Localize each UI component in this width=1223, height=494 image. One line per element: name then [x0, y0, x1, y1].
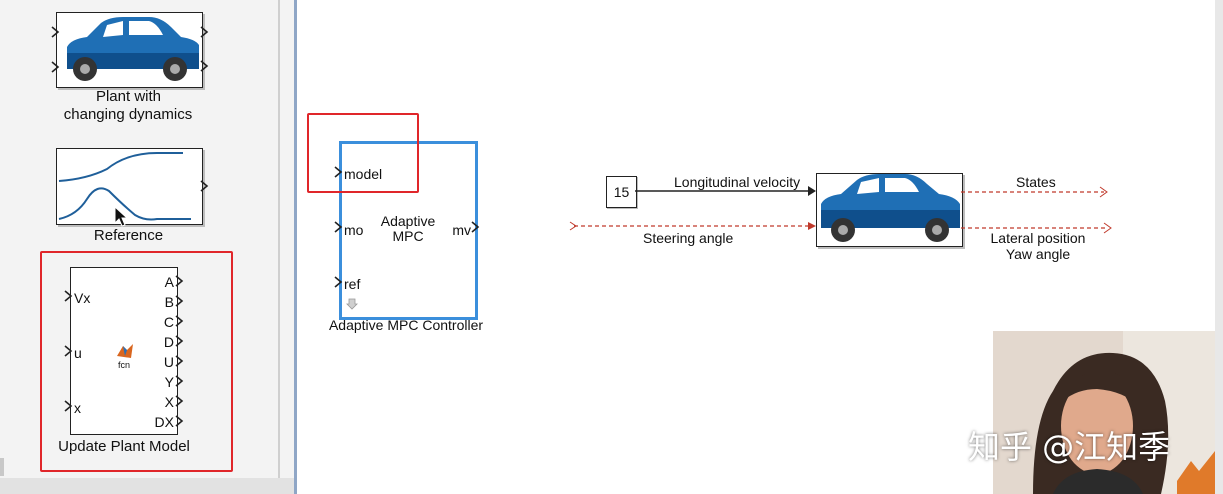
- mpc-input-model: model: [344, 166, 383, 182]
- plant-block[interactable]: [56, 12, 203, 88]
- output-labels: Lateral position Yaw angle: [990, 230, 1086, 262]
- update-plant-model-block[interactable]: Vx u x A B C D U Y X DX fcn: [70, 267, 178, 435]
- signal-label-states: States: [1016, 174, 1056, 190]
- vertical-scrollbar[interactable]: [1215, 0, 1223, 494]
- update-output-d: D: [163, 334, 174, 350]
- reference-curves-icon: [58, 152, 191, 221]
- mpc-input-ref: ref: [344, 276, 361, 292]
- reference-block[interactable]: [56, 148, 203, 225]
- update-input-x: x: [74, 400, 81, 416]
- car-icon: [67, 17, 199, 81]
- mpc-title-line1: Adaptive: [380, 213, 436, 229]
- arrow-down-icon: [346, 298, 358, 310]
- update-output-dx: DX: [154, 414, 174, 430]
- adaptive-mpc-block[interactable]: model mo ref mv Adaptive MPC: [339, 141, 478, 320]
- signal-label-lateral: Lateral position: [990, 230, 1086, 246]
- plant-label-line2: changing dynamics: [63, 106, 193, 123]
- splitter-bar[interactable]: [294, 0, 297, 494]
- signal-label-yaw: Yaw angle: [1005, 246, 1071, 262]
- update-input-vx: Vx: [74, 290, 91, 306]
- scroll-handle[interactable]: [0, 458, 4, 476]
- watermark: 知乎 @江知季: [968, 428, 1171, 466]
- constant-value: 15: [613, 184, 630, 200]
- presenter-video: [993, 331, 1215, 494]
- mpc-title: Adaptive MPC: [372, 214, 444, 244]
- mouse-cursor-icon: [114, 206, 128, 227]
- mpc-block-label: Adaptive MPC Controller: [328, 317, 484, 333]
- mpc-input-mo: mo: [344, 222, 364, 238]
- mpc-title-line2: MPC: [392, 228, 424, 244]
- update-output-x: X: [164, 394, 174, 410]
- reference-label: Reference: [93, 227, 164, 244]
- update-output-y: Y: [164, 374, 174, 390]
- update-output-u: U: [163, 354, 174, 370]
- panel-divider[interactable]: [278, 0, 280, 494]
- fcn-caption: fcn: [117, 360, 130, 370]
- matlab-function-icon: [117, 344, 133, 358]
- update-input-u: u: [74, 345, 82, 361]
- update-plant-model-label: Update Plant Model: [58, 438, 190, 455]
- horizontal-scrollbar[interactable]: [0, 478, 294, 494]
- highlight-update-plant: [40, 251, 233, 472]
- webcam-overlay: [993, 331, 1215, 494]
- highlight-model-port: [307, 113, 419, 193]
- constant-block[interactable]: 15: [606, 176, 637, 208]
- update-output-b: B: [164, 294, 174, 310]
- plant-label-line1: Plant with: [95, 88, 162, 105]
- vehicle-block[interactable]: [816, 173, 963, 247]
- signal-label-longitudinal: Longitudinal velocity: [674, 174, 801, 190]
- vehicle-car-icon: [821, 174, 960, 242]
- update-output-a: A: [164, 274, 174, 290]
- update-output-c: C: [163, 314, 174, 330]
- mpc-output-mv: mv: [452, 222, 471, 238]
- signal-label-steering: Steering angle: [643, 230, 734, 246]
